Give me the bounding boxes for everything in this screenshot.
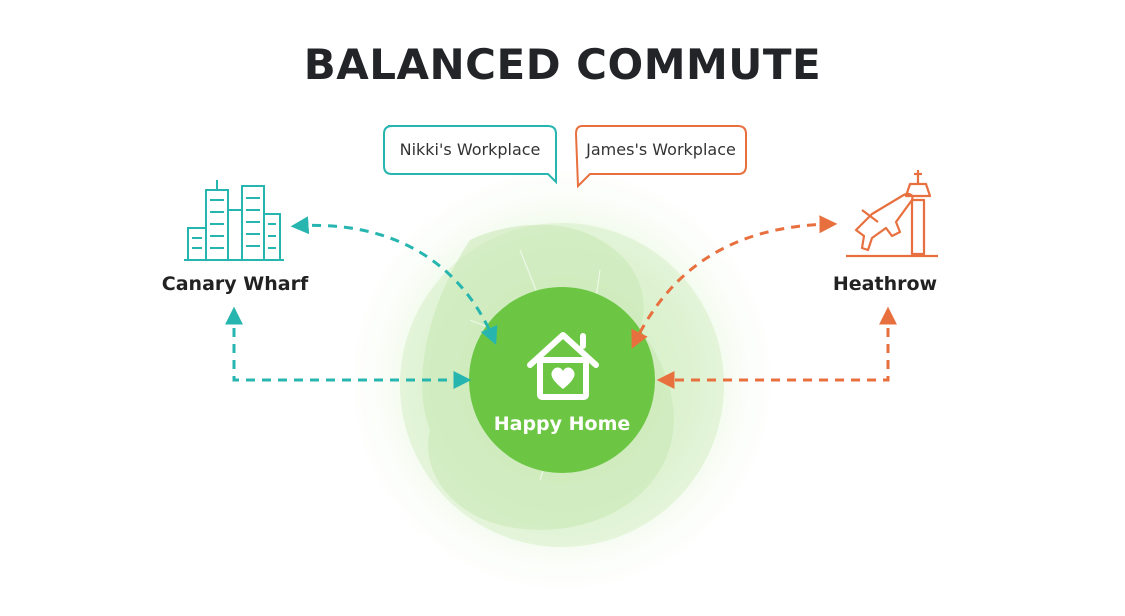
canary-wharf-label: Canary Wharf — [161, 273, 309, 295]
james-workplace-bubble — [574, 125, 747, 189]
orange-arrow-lower — [656, 306, 897, 389]
teal-arrow-lower — [225, 306, 472, 389]
teal-arrow-upper — [290, 216, 498, 345]
page-title: BALANCED COMMUTE — [303, 40, 822, 89]
happy-home-label: Happy Home — [493, 413, 631, 435]
james-workplace-label: James's Workplace — [586, 140, 736, 159]
nikki-workplace-bubble — [383, 125, 557, 185]
house-heart-icon — [527, 332, 599, 400]
heathrow-label: Heathrow — [832, 273, 938, 295]
nikki-workplace-label: Nikki's Workplace — [399, 140, 541, 159]
city-skyline-icon — [184, 180, 284, 261]
airport-icon — [846, 170, 938, 258]
orange-arrow-upper — [631, 215, 838, 349]
